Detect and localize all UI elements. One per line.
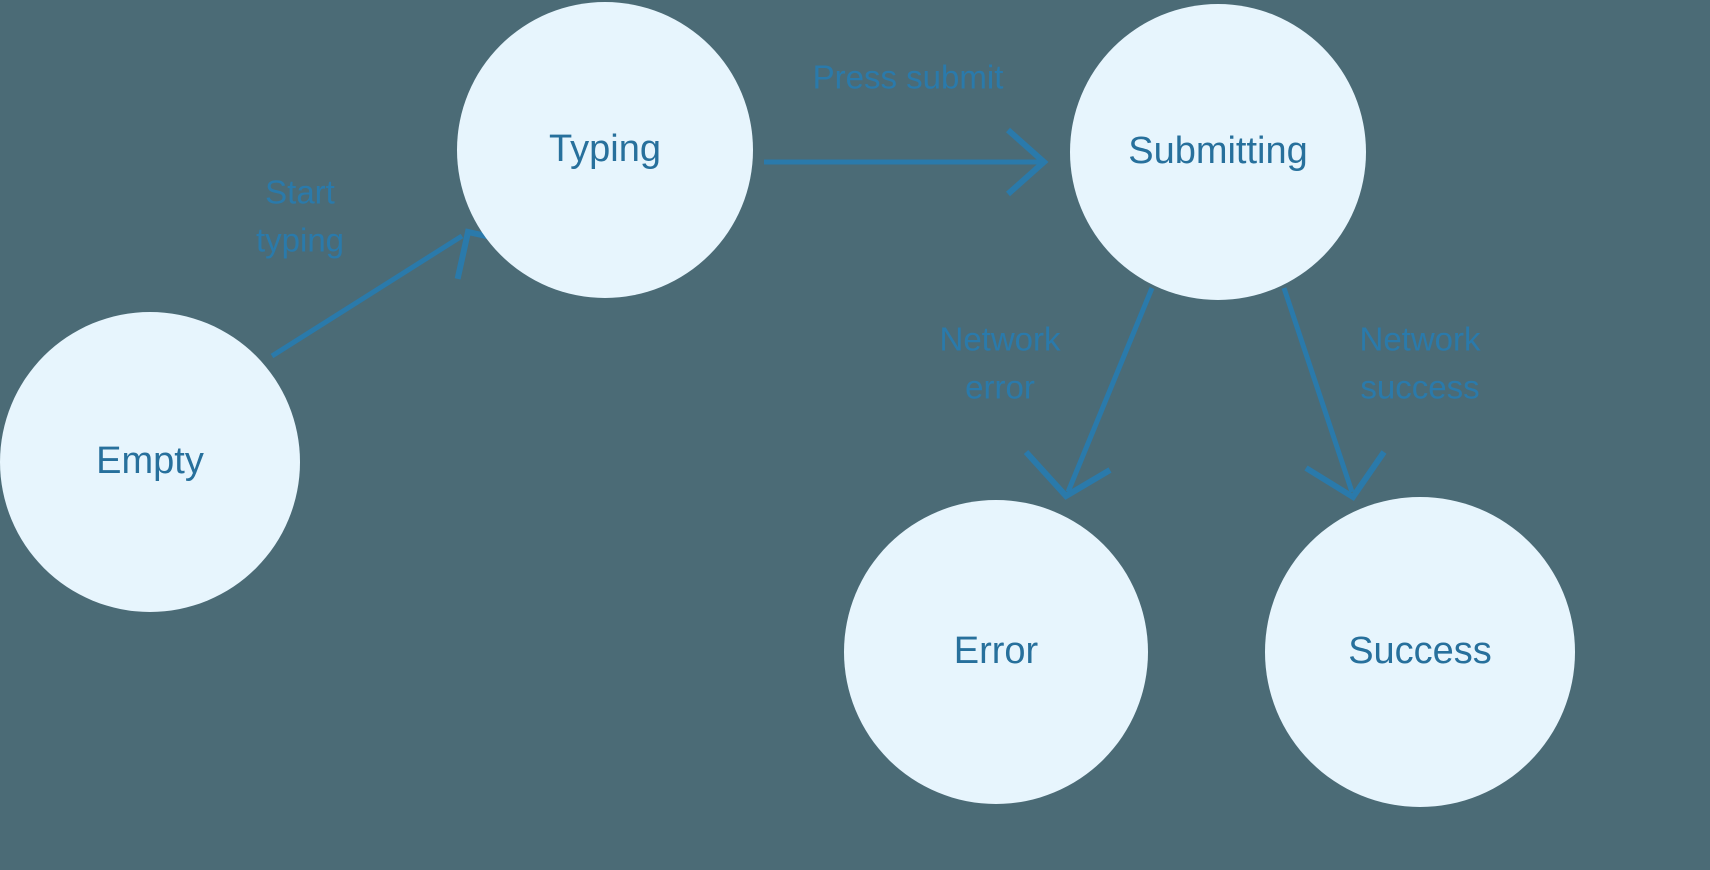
node-empty[interactable]: Empty xyxy=(0,312,300,612)
node-error[interactable]: Error xyxy=(844,500,1148,804)
node-success-label: Success xyxy=(1348,630,1492,672)
edge-submitting-to-success-arrowhead xyxy=(1304,450,1387,502)
edge-typing-to-submitting[interactable] xyxy=(764,127,1049,197)
edge-submitting-to-success-line xyxy=(1281,287,1355,493)
edge-submitting-to-success[interactable] xyxy=(1281,287,1387,502)
edge-label-press-submit: Press submit xyxy=(813,59,1004,96)
node-typing[interactable]: Typing xyxy=(457,2,753,298)
edge-label-network-success: Network success xyxy=(1359,321,1481,406)
node-submitting-circle xyxy=(1070,4,1366,300)
node-typing-label: Typing xyxy=(549,128,661,170)
node-submitting[interactable]: Submitting xyxy=(1070,4,1366,300)
edge-label-network-error-line1: Network xyxy=(939,321,1061,358)
edge-label-press-submit-line1: Press submit xyxy=(813,59,1004,96)
edge-submitting-to-error-arrowhead xyxy=(1023,449,1112,500)
edge-typing-to-submitting-arrowhead xyxy=(1006,127,1049,197)
node-error-circle xyxy=(844,500,1148,804)
node-error-label: Error xyxy=(954,630,1039,672)
node-empty-label: Empty xyxy=(96,440,204,482)
edge-label-network-error: Network error xyxy=(939,321,1061,406)
node-submitting-label: Submitting xyxy=(1128,130,1308,172)
edge-label-network-success-line1: Network xyxy=(1359,321,1481,358)
node-typing-circle xyxy=(457,2,753,298)
node-empty-circle xyxy=(0,312,300,612)
edge-label-start-typing-line2: typing xyxy=(256,222,344,259)
node-success-circle xyxy=(1265,497,1575,807)
edge-label-start-typing-line1: Start xyxy=(265,174,335,211)
edge-empty-to-typing-line xyxy=(270,233,464,359)
edge-label-network-success-line2: success xyxy=(1360,369,1479,406)
node-success[interactable]: Success xyxy=(1265,497,1575,807)
edge-submitting-to-error[interactable] xyxy=(1023,287,1155,500)
edge-label-start-typing: Start typing xyxy=(256,174,344,259)
edge-label-network-error-line2: error xyxy=(965,369,1035,406)
edge-submitting-to-error-line xyxy=(1065,287,1155,493)
